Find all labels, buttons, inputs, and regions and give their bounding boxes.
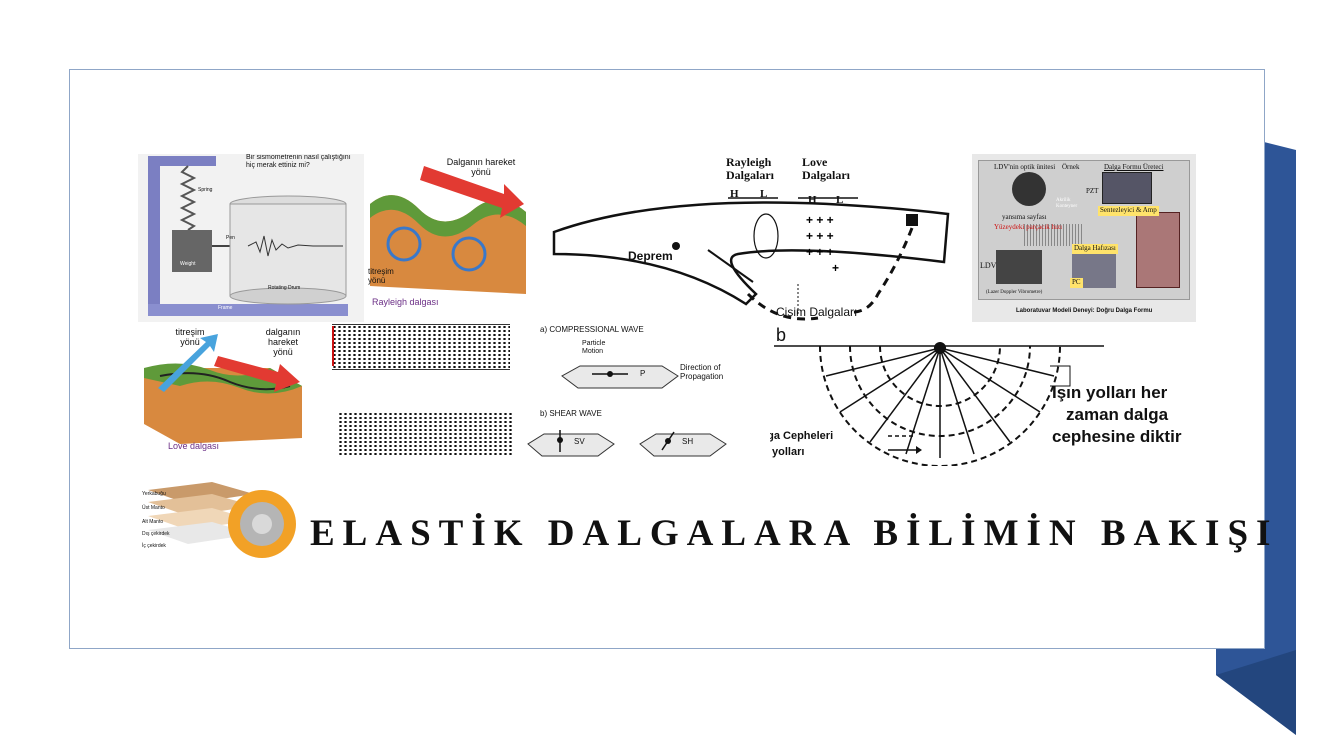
shear-label: b) SHEAR WAVE xyxy=(540,409,602,418)
lab-caption: Laboratuvar Modeli Deneyi: Doğru Dalga F… xyxy=(1016,308,1153,314)
body-wave-drawing xyxy=(527,365,727,457)
rayleigh-wave-illustration: Dalganın hareket yönü titreşim yönü Rayl… xyxy=(364,154,532,322)
lab-generator-label: Dalga Formu Üreteci xyxy=(1104,163,1164,171)
seismometer-drawing xyxy=(148,156,348,316)
seismometer-question: Bir sismometrenin nasıl çalıştığını hiç … xyxy=(246,154,351,169)
main-card: Bir sismometrenin nasıl çalıştığını hiç … xyxy=(69,69,1279,649)
rayleigh-direction-label: Dalganın hareket yönü xyxy=(446,157,516,177)
panel-b-label: b xyxy=(776,326,787,345)
love-block-drawing xyxy=(144,334,302,444)
seismometer-illustration: Bir sismometrenin nasıl çalıştığını hiç … xyxy=(138,154,364,322)
svg-text:+ + +: + + + xyxy=(806,245,834,259)
pen-label: Pen xyxy=(226,235,235,241)
love-waves-label: Love Dalgaları xyxy=(802,155,850,183)
surface-wave-drawing: + + + + + + + + + + xyxy=(552,197,950,321)
lab-device-ldv xyxy=(996,250,1042,284)
earth-layer-upper-mantle: Üst Manto xyxy=(142,505,165,511)
lab-vibrometer-label: (Lazer Doppler Vibrometre) xyxy=(986,290,1043,295)
svg-text:+: + xyxy=(832,261,839,275)
love-wave-illustration: titreşim yönü dalganın hareket yönü Love… xyxy=(140,328,308,458)
earthquake-label: Deprem xyxy=(628,249,673,263)
compression-marker xyxy=(332,326,334,366)
drum-label: Rotating Drum xyxy=(268,285,301,291)
lab-device-sample xyxy=(1136,212,1180,288)
lab-pzt-label: PZT xyxy=(1086,187,1099,195)
lab-device-generator xyxy=(1102,172,1152,204)
earth-layer-inner-core: İç çekirdek xyxy=(142,543,166,549)
ray-path-drawing xyxy=(774,342,1104,466)
earth-layers-illustration: Yerkabuğu Üst Manto Alt Manto Dış çekird… xyxy=(142,476,298,566)
body-wave-types-diagram: a) COMPRESSIONAL WAVE Particle Motion P … xyxy=(522,324,752,464)
lab-sample-label: Örnek xyxy=(1062,163,1080,171)
lab-memory-label: Dalga Hafızası xyxy=(1072,244,1118,254)
earth-layer-crust: Yerkabuğu xyxy=(142,491,166,497)
spring-label: Spring xyxy=(198,187,213,193)
ray-note-line1: Işın yolları her xyxy=(1052,383,1168,402)
rayleigh-name-label: Rayleigh dalgası xyxy=(372,297,439,307)
lab-experiment-panel: LDV'nin optik ünitesi Örnek Dalga Formu … xyxy=(972,154,1196,322)
lab-acrylic-label: Akrilik Konteyner xyxy=(1056,198,1078,209)
frame-label: Frame xyxy=(218,305,233,311)
rayleigh-block-drawing xyxy=(370,166,526,294)
ray-note-line2: zaman dalga xyxy=(1066,405,1169,424)
earth-layers-drawing xyxy=(148,482,296,558)
body-waves-label: Cisim Dalgaları xyxy=(776,305,858,319)
compression-particles xyxy=(332,324,510,370)
ray-path-diagram: b Işın yolları her zaman dalga cephesine… xyxy=(770,326,1200,466)
lab-synth-label: Sentezleyici & Amp xyxy=(1098,206,1159,216)
love-h-label: H xyxy=(808,194,817,206)
shear-particles xyxy=(338,412,512,456)
lab-reflect-label: yansıma sayfası xyxy=(1002,213,1047,221)
rayleigh-h-label: H xyxy=(730,188,739,200)
love-l-label: L xyxy=(836,194,844,206)
sh-wave-label: SH xyxy=(682,437,694,446)
lab-waveform xyxy=(1024,224,1084,246)
rayleigh-waves-label: Rayleigh Dalgaları xyxy=(726,155,774,183)
propagation-label: Direction of Propagation xyxy=(680,363,724,381)
page-title: ELASTİK DALGALARA BİLİMİN BAKIŞI xyxy=(310,513,1279,554)
svg-text:+ + +: + + + xyxy=(806,213,834,227)
earth-layer-outer-core: Dış çekirdek xyxy=(142,531,170,537)
weight-label: Weight xyxy=(180,261,196,267)
love-direction-label: dalganın hareket yönü xyxy=(265,328,301,357)
p-wave-label: P xyxy=(640,369,646,378)
lab-device-optics xyxy=(1012,172,1046,206)
ray-paths-label: Işın yolları xyxy=(770,446,805,458)
ray-note-line3: cephesine diktir xyxy=(1052,427,1182,446)
love-vibration-label: titreşim yönü xyxy=(175,328,205,347)
compressional-label: a) COMPRESSIONAL WAVE xyxy=(540,325,644,334)
svg-text:+ + +: + + + xyxy=(806,229,834,243)
lab-optics-label: LDV'nin optik ünitesi xyxy=(994,163,1056,171)
lab-ldv-label: LDV xyxy=(980,261,997,270)
wave-fronts-label: Dalga Cepheleri xyxy=(770,430,834,442)
rayleigh-l-label: L xyxy=(760,188,768,200)
lab-velocity-label: Yüzeydeki parçacık hızı xyxy=(994,223,1063,231)
surface-wave-diagram: + + + + + + + + + + Rayleigh Dalgaları L… xyxy=(548,154,968,326)
earth-layer-lower-mantle: Alt Manto xyxy=(142,519,164,525)
sv-wave-label: SV xyxy=(574,437,585,446)
rayleigh-vibration-label: titreşim yönü xyxy=(368,267,394,285)
particle-motion-label: Particle Motion xyxy=(582,340,606,355)
lab-pc-label: PC xyxy=(1070,278,1083,288)
love-name-label: Love dalgası xyxy=(168,441,220,451)
